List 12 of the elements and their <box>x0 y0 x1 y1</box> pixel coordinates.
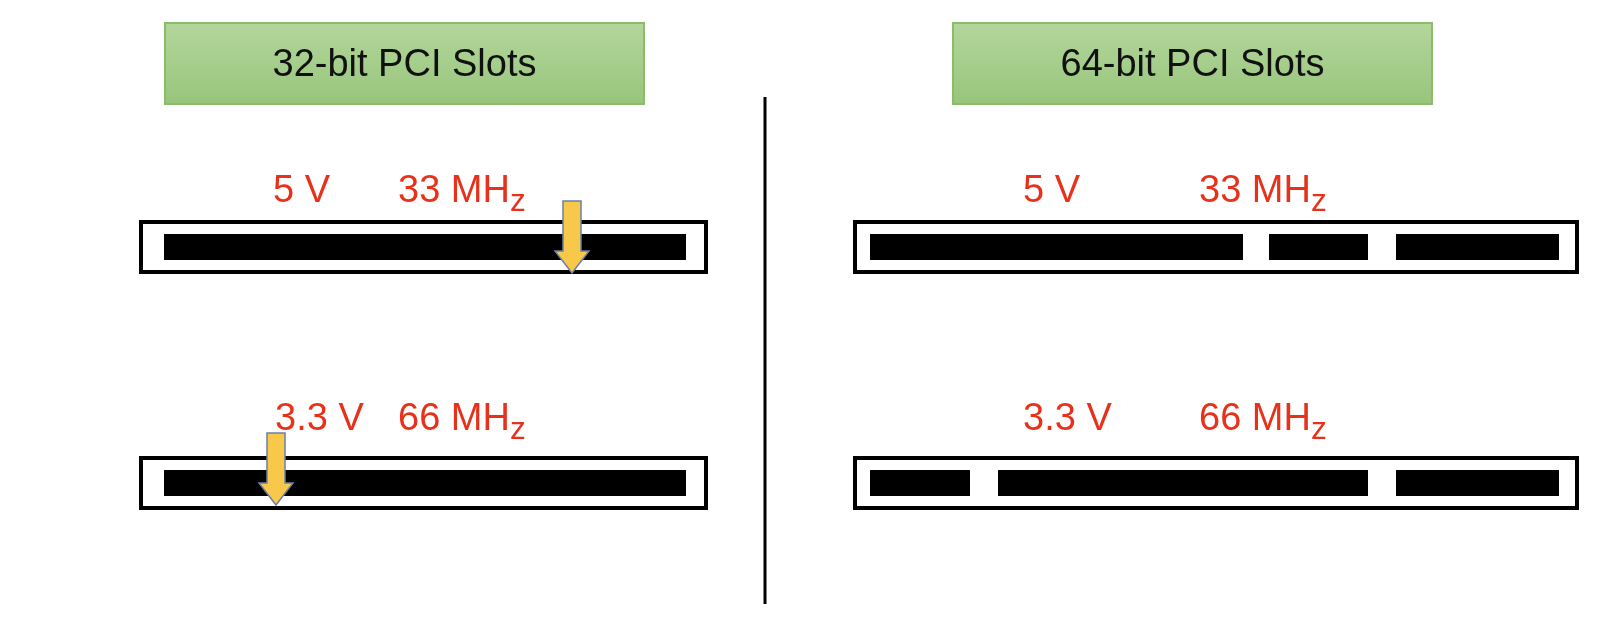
heading-box <box>952 22 1433 105</box>
heading-text: 32-bit PCI Slots <box>272 42 537 85</box>
frequency-label: 66 MH$_{z}$ <box>398 398 526 445</box>
heading-box <box>164 22 645 105</box>
frequency-label: 33 MH$_{z}$ <box>1199 170 1327 217</box>
frequency-label: 33 MH$_{z}$ <box>398 170 526 217</box>
heading-text: 64-bit PCI Slots <box>1060 42 1325 85</box>
frequency-label: 66 MH$_{z}$ <box>1199 398 1327 445</box>
voltage-label: 3.3 V <box>1023 398 1112 436</box>
voltage-label: 5 V <box>1023 170 1081 208</box>
voltage-label: 5 V <box>273 170 331 208</box>
voltage-label: 3.3 V <box>275 398 364 436</box>
